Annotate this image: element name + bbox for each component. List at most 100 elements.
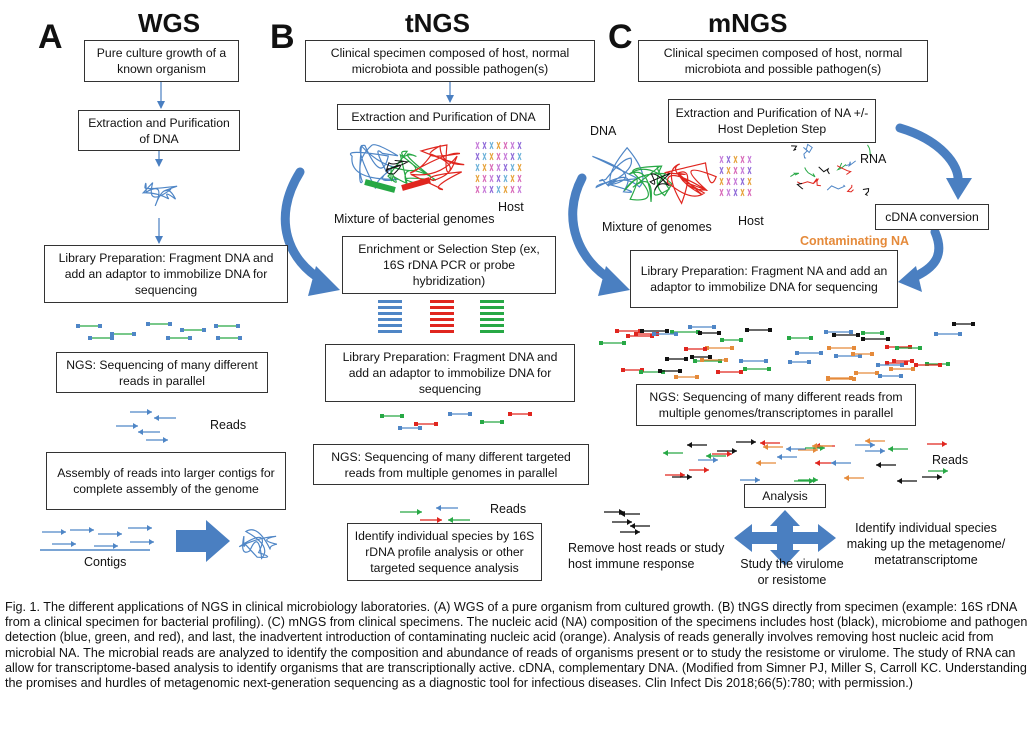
adaptor (885, 345, 889, 349)
read-arrowhead (870, 442, 875, 448)
adaptor (639, 370, 643, 374)
adaptor (730, 346, 734, 350)
curved-arrow (568, 173, 617, 285)
read-arrowhead (876, 462, 881, 468)
label-mixture-genomes: Mixture of genomes (602, 220, 712, 234)
misc-shapes (40, 141, 871, 566)
host-chromosome (510, 152, 515, 161)
genome-loop (141, 182, 178, 207)
adaptor (849, 376, 853, 380)
enriched-amplicon (480, 300, 504, 303)
rna-strand (791, 145, 798, 152)
read-arrowhead (888, 446, 893, 452)
host-chromosome (475, 185, 480, 194)
read-arrowhead (937, 474, 942, 480)
read-arrowhead (942, 441, 947, 447)
host-chromosome (726, 166, 731, 175)
adaptor (640, 329, 644, 333)
adaptor (238, 336, 242, 340)
adaptor (807, 360, 811, 364)
adaptor (900, 363, 904, 367)
adaptor (861, 337, 865, 341)
adaptor (398, 426, 402, 430)
adaptor (180, 328, 184, 332)
adaptor (886, 337, 890, 341)
curved-arrow-head (308, 266, 340, 296)
host-chromosome (503, 185, 508, 194)
box-library-prep-b: Library Preparation: Fragment DNA and ad… (325, 344, 575, 402)
host-chromosome (482, 163, 487, 172)
box-library-prep-c: Library Preparation: Fragment NA and add… (630, 250, 898, 308)
adaptor (858, 354, 862, 358)
adaptor (166, 336, 170, 340)
adaptor (674, 375, 678, 379)
adaptor (854, 371, 858, 375)
adaptor (678, 369, 682, 373)
adaptor (665, 357, 669, 361)
adaptor (739, 338, 743, 342)
host-chromosome (517, 152, 522, 161)
adaptor (626, 334, 630, 338)
adaptor (500, 420, 504, 424)
read-arrowhead (880, 448, 885, 454)
rna-strand (826, 184, 846, 191)
host-chromosome (489, 141, 494, 150)
read-arrowhead (865, 438, 870, 444)
rna-strand (804, 167, 816, 178)
rna-strand (796, 182, 804, 190)
adaptor (908, 345, 912, 349)
enriched-amplicon (480, 306, 504, 309)
box-analysis: Analysis (744, 484, 826, 508)
adaptor (665, 329, 669, 333)
host-chromosome (489, 152, 494, 161)
host-chromosome (482, 174, 487, 183)
read-arrowhead (437, 517, 442, 523)
adaptor (674, 332, 678, 336)
box-pure-culture: Pure culture growth of a known organism (84, 40, 239, 82)
read-arrowhead (663, 450, 668, 456)
adaptor (110, 332, 114, 336)
enriched-amplicon (480, 318, 504, 321)
label-contigs: Contigs (84, 555, 127, 569)
host-chromosome (482, 152, 487, 161)
adaptor (856, 333, 860, 337)
adaptor (739, 370, 743, 374)
adaptor (88, 336, 92, 340)
host-chromosome (719, 177, 724, 186)
adaptor (480, 420, 484, 424)
adaptor (684, 357, 688, 361)
adaptor (918, 346, 922, 350)
read-arrowhead (786, 446, 791, 452)
read-arrowhead (133, 423, 138, 429)
enriched-amplicon (430, 306, 454, 309)
enriched-amplicon (430, 300, 454, 303)
adaptor (885, 361, 889, 365)
curved-flow-arrows (280, 123, 972, 296)
panel-b-letter: B (270, 18, 295, 56)
host-chromosome (517, 185, 522, 194)
rna-strand (836, 162, 847, 171)
enriched-amplicon (430, 318, 454, 321)
read-arrowhead (627, 519, 632, 525)
genome-loop (623, 165, 673, 202)
read-arrowhead (831, 460, 836, 466)
rna-strand (862, 188, 870, 196)
read-arrowhead (756, 460, 761, 466)
box-cdna-conversion: cDNA conversion (875, 204, 989, 230)
adaptor (658, 369, 662, 373)
adaptor (688, 325, 692, 329)
label-reads-b: Reads (490, 502, 527, 516)
adaptor (670, 330, 674, 334)
rna-strand (790, 172, 800, 178)
adaptor (914, 363, 918, 367)
host-chromosome (733, 166, 738, 175)
adaptor (739, 359, 743, 363)
adaptor (795, 351, 799, 355)
adaptor (938, 363, 942, 367)
box-specimen-b: Clinical specimen composed of host, norm… (305, 40, 595, 82)
box-ngs-c: NGS: Sequencing of many different reads … (636, 384, 916, 426)
analysis-crossarrow (734, 510, 836, 566)
adaptor (946, 362, 950, 366)
read-arrowhead (897, 478, 902, 484)
adaptor (861, 331, 865, 335)
